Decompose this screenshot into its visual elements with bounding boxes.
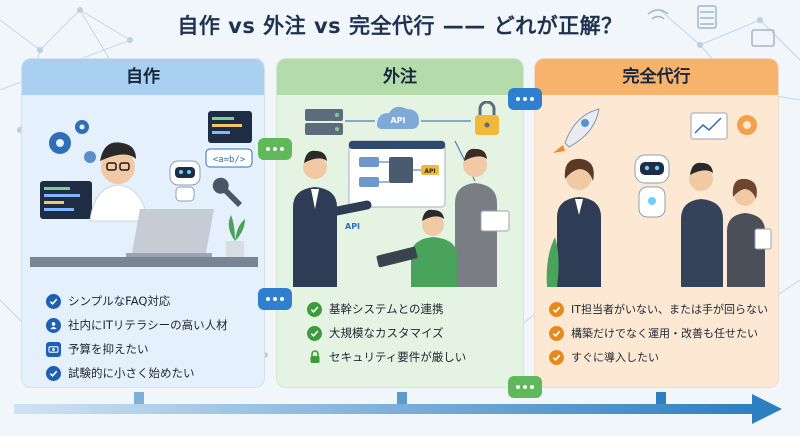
list-item-text: 大規模なカスタマイズ — [329, 326, 444, 340]
full-service-criteria-list: IT担当者がいない、または手が回らない 構築だけでなく運用・改善も任せたい すぐ… — [549, 297, 778, 369]
check-icon — [549, 349, 564, 365]
businessman-left — [293, 150, 372, 287]
laptop-icon — [126, 209, 214, 258]
api-label: API — [390, 116, 405, 125]
panel-heading-full: 完全代行 — [535, 59, 778, 95]
panel-heading-self: 自作 — [22, 59, 264, 95]
plant-icon — [546, 237, 559, 287]
list-item: IT担当者がいない、または手が回らない — [549, 297, 778, 321]
person-icon — [46, 317, 61, 333]
list-item-text: すぐに導入したい — [571, 351, 659, 364]
businesswoman-right — [727, 178, 772, 287]
panel-heading-outsource: 外注 — [277, 59, 523, 95]
check-icon — [549, 325, 564, 341]
code-window-icon — [40, 181, 92, 219]
wrench-icon — [212, 177, 242, 207]
list-item-text: セキュリティ要件が厳しい — [329, 350, 467, 364]
list-item-text: 基幹システムとの連携 — [329, 302, 444, 316]
gear-icon — [49, 120, 96, 163]
api-label: API — [424, 168, 435, 175]
code-window-icon — [208, 111, 252, 143]
list-item-text: 試験的に小さく始めたい — [68, 366, 195, 380]
list-item-text: シンプルなFAQ対応 — [68, 294, 171, 308]
chat-bubble-icon — [258, 138, 292, 160]
list-item-text: IT担当者がいない、または手が回らない — [571, 303, 768, 316]
business-team-illustration: API API API — [293, 101, 510, 287]
money-icon — [46, 341, 61, 357]
cloud-api-icon: API — [377, 106, 419, 129]
seated-worker — [376, 209, 457, 287]
integration-screen: API — [348, 140, 446, 208]
list-item: 試験的に小さく始めたい — [46, 361, 264, 385]
page-title: 自作 vs 外注 vs 完全代行 —— どれが正解？ — [177, 14, 623, 38]
lock-icon — [475, 101, 499, 135]
developer-person — [89, 142, 149, 222]
list-item: 予算を抑えたい — [46, 337, 264, 361]
list-item-text: 構築だけでなく運用・改善も任せたい — [571, 327, 758, 340]
panel-full-service: 完全代行 — [534, 58, 779, 388]
businessman-right — [455, 148, 510, 287]
code-tag-label: <a=b/> — [213, 155, 246, 165]
outsource-criteria-list: 基幹システムとの連携 大規模なカスタマイズ セキュリティ要件が厳しい — [307, 297, 523, 369]
list-item: 社内にITリテラシーの高い人材 — [46, 313, 264, 337]
progress-arrow — [14, 392, 782, 424]
celebrating-team-illustration — [546, 108, 772, 287]
panel-self-build: 自作 — [21, 58, 265, 388]
businessman-right — [681, 162, 723, 287]
businesswoman-left — [557, 158, 601, 287]
list-item: シンプルなFAQ対応 — [46, 289, 264, 313]
rocket-icon — [553, 108, 600, 153]
check-icon — [46, 365, 61, 381]
list-item: 基幹システムとの連携 — [307, 297, 523, 321]
lock-icon — [307, 350, 322, 365]
check-icon — [549, 301, 564, 317]
chat-bubble-icon — [508, 88, 542, 110]
list-item-text: 予算を抑えたい — [68, 342, 149, 356]
list-item: すぐに導入したい — [549, 345, 778, 369]
panel-outsource: 外注 API — [276, 58, 524, 388]
api-label: API — [345, 222, 360, 231]
list-item-text: 社内にITリテラシーの高い人材 — [68, 318, 228, 332]
chat-bubble-icon — [508, 376, 542, 398]
list-item: 構築だけでなく運用・改善も任せたい — [549, 321, 778, 345]
server-icon — [305, 109, 343, 135]
list-item: 大規模なカスタマイズ — [307, 321, 523, 345]
check-icon — [46, 293, 61, 309]
developer-illustration: <a=b/> — [30, 111, 258, 267]
chat-bubble-icon — [258, 288, 292, 310]
robot-icon — [634, 154, 670, 218]
plant-icon — [226, 215, 245, 257]
check-icon — [307, 301, 322, 317]
robot-icon — [169, 160, 201, 202]
list-item: セキュリティ要件が厳しい — [307, 345, 523, 369]
chart-dashboard-icon — [690, 112, 757, 140]
check-icon — [307, 325, 322, 341]
self-criteria-list: シンプルなFAQ対応 社内にITリテラシーの高い人材 予算を抑えたい 試験的に小… — [46, 289, 264, 385]
